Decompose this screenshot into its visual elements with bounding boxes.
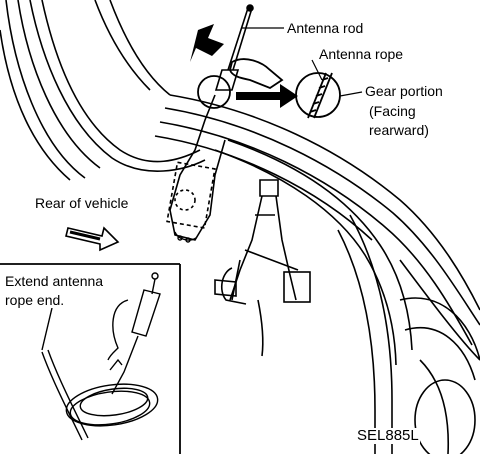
hand-zoom-circle <box>197 58 284 109</box>
label-rearward: rearward) <box>368 122 430 138</box>
label-rope-end: rope end. <box>4 292 66 308</box>
label-rear-of-vehicle: Rear of vehicle <box>34 195 130 211</box>
inset-frame <box>0 263 181 454</box>
vehicle-body-contour <box>0 0 206 181</box>
gear-portion-detail <box>295 72 341 119</box>
direction-arrows <box>65 24 298 252</box>
quarter-panel-lines <box>154 94 480 454</box>
label-facing: (Facing <box>368 103 417 119</box>
inset-antenna-rope <box>41 272 161 441</box>
jack <box>214 179 311 357</box>
wheel-arch <box>399 297 480 454</box>
to-detail-arrow <box>236 84 298 108</box>
label-gear-portion: Gear portion <box>364 83 444 99</box>
label-extend-antenna: Extend antenna <box>4 273 105 289</box>
figure-code: SEL885L <box>356 427 420 444</box>
mounting-bracket <box>174 231 197 243</box>
push-down-arrow <box>190 24 224 62</box>
leader-lines <box>242 27 363 97</box>
rear-of-vehicle-arrow <box>65 226 120 252</box>
label-antenna-rope: Antenna rope <box>318 46 405 62</box>
label-antenna-rod: Antenna rod <box>286 20 365 36</box>
antenna-assembly <box>166 4 254 241</box>
